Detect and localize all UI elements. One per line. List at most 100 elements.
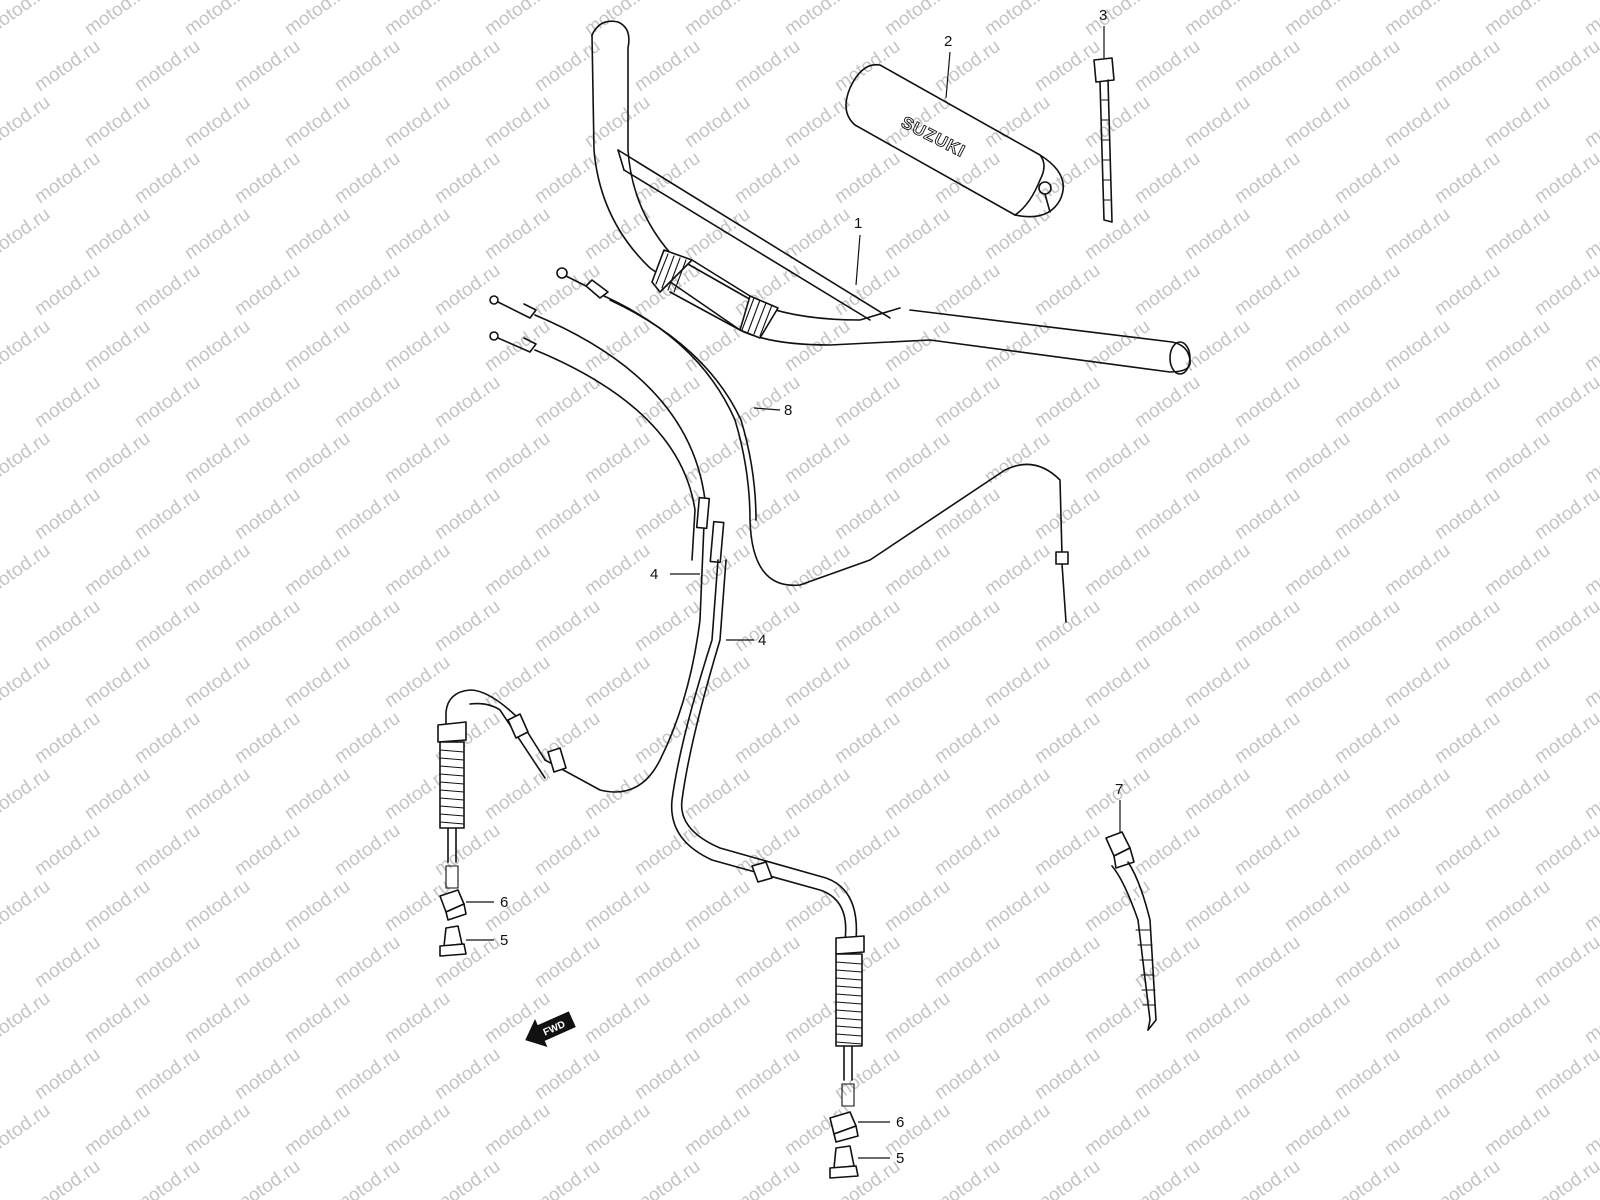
- watermark-text: motod.ru: [0, 820, 4, 880]
- watermark-text: motod.ru: [631, 1044, 704, 1104]
- watermark-text: motod.ru: [181, 988, 254, 1048]
- watermark-text: motod.ru: [931, 1044, 1004, 1104]
- watermark-text: motod.ru: [0, 372, 4, 432]
- fwd-arrow-shape: [525, 1011, 576, 1048]
- watermark-text: motod.ru: [1031, 484, 1104, 544]
- watermark-text: motod.ru: [0, 0, 54, 40]
- watermark-text: motod.ru: [431, 820, 504, 880]
- watermark-text: motod.ru: [381, 92, 454, 152]
- watermark-text: motod.ru: [381, 988, 454, 1048]
- watermark-text: motod.ru: [0, 652, 54, 712]
- watermark-text: motod.ru: [431, 1044, 504, 1104]
- watermark-text: motod.ru: [1281, 0, 1354, 40]
- watermark-text: motod.ru: [0, 988, 54, 1048]
- watermark-text: motod.ru: [1331, 820, 1404, 880]
- watermark-text: motod.ru: [0, 764, 54, 824]
- watermark-text: motod.ru: [181, 652, 254, 712]
- watermark-text: motod.ru: [1081, 316, 1154, 376]
- callout-1: 1: [854, 215, 862, 232]
- watermark-text: motod.ru: [181, 540, 254, 600]
- watermark-text: motod.ru: [481, 764, 554, 824]
- watermark-text: motod.ru: [1381, 876, 1454, 936]
- watermark-text: motod.ru: [681, 988, 754, 1048]
- watermark-text: motod.ru: [0, 428, 54, 488]
- watermark-text: motod.ru: [831, 708, 904, 768]
- watermark-text: motod.ru: [231, 1156, 304, 1200]
- watermark-text: motod.ru: [31, 932, 104, 992]
- watermark-text: motod.ru: [1481, 652, 1554, 712]
- callout-2: 2: [944, 33, 952, 50]
- watermark-text: motod.ru: [281, 0, 354, 40]
- watermark-text: motod.ru: [81, 428, 154, 488]
- watermark-text: motod.ru: [1431, 1044, 1504, 1104]
- watermark-text: motod.ru: [131, 484, 204, 544]
- watermark-text: motod.ru: [1431, 596, 1504, 656]
- watermark-text: motod.ru: [1131, 596, 1204, 656]
- watermark-text: motod.ru: [1481, 316, 1554, 376]
- watermark-text: motod.ru: [481, 1100, 554, 1160]
- watermark-text: motod.ru: [831, 820, 904, 880]
- watermark-text: motod.ru: [881, 204, 954, 264]
- watermark-text: motod.ru: [1081, 428, 1154, 488]
- watermark-text: motod.ru: [0, 540, 54, 600]
- watermark-text: motod.ru: [1581, 988, 1600, 1048]
- watermark-text: motod.ru: [81, 1100, 154, 1160]
- watermark-text: motod.ru: [331, 932, 404, 992]
- watermark-text: motod.ru: [1581, 1100, 1600, 1160]
- watermark-text: motod.ru: [281, 988, 354, 1048]
- watermark-text: motod.ru: [1331, 484, 1404, 544]
- watermark-text: motod.ru: [531, 372, 604, 432]
- watermark-text: motod.ru: [731, 932, 804, 992]
- watermark-text: motod.ru: [281, 428, 354, 488]
- watermark-text: motod.ru: [1431, 148, 1504, 208]
- watermark-text: motod.ru: [981, 540, 1054, 600]
- watermark-text: motod.ru: [1481, 876, 1554, 936]
- watermark-text: motod.ru: [1181, 764, 1254, 824]
- boot-5-left: 5: [439, 925, 508, 957]
- watermark-text: motod.ru: [1381, 1100, 1454, 1160]
- watermark-text: motod.ru: [131, 372, 204, 432]
- watermark-text: motod.ru: [1331, 1156, 1404, 1200]
- watermark-text: motod.ru: [1381, 764, 1454, 824]
- watermark-text: motod.ru: [1331, 596, 1404, 656]
- watermark-text: motod.ru: [1331, 372, 1404, 432]
- watermark-text: motod.ru: [1231, 1044, 1304, 1104]
- watermark-text: motod.ru: [1381, 316, 1454, 376]
- watermark-text: motod.ru: [631, 820, 704, 880]
- watermark-text: motod.ru: [831, 372, 904, 432]
- watermark-text: motod.ru: [1081, 652, 1154, 712]
- handlebar: 1: [591, 20, 1191, 375]
- adjuster-spring-left: [439, 741, 465, 829]
- watermark-text: motod.ru: [81, 876, 154, 936]
- watermark-text: motod.ru: [531, 1044, 604, 1104]
- watermark-text: motod.ru: [1581, 316, 1600, 376]
- watermark-text: motod.ru: [881, 540, 954, 600]
- watermark-text: motod.ru: [931, 148, 1004, 208]
- watermark-text: motod.ru: [1581, 428, 1600, 488]
- watermark-text: motod.ru: [1581, 92, 1600, 152]
- watermark-text: motod.ru: [481, 652, 554, 712]
- watermark-text: motod.ru: [1231, 484, 1304, 544]
- watermark-text: motod.ru: [881, 316, 954, 376]
- watermark-text: motod.ru: [681, 652, 754, 712]
- watermark-text: motod.ru: [431, 148, 504, 208]
- watermark-text: motod.ru: [1181, 540, 1254, 600]
- watermark-text: motod.ru: [1281, 988, 1354, 1048]
- watermark-text: motod.ru: [181, 0, 254, 40]
- watermark-text: motod.ru: [1581, 876, 1600, 936]
- watermark-text: motod.ru: [481, 0, 554, 40]
- watermark-text: motod.ru: [681, 92, 754, 152]
- watermark-text: motod.ru: [881, 876, 954, 936]
- watermark-text: motod.ru: [1531, 260, 1600, 320]
- watermark-text: motod.ru: [1181, 1100, 1254, 1160]
- watermark-text: motod.ru: [81, 988, 154, 1048]
- watermark-text: motod.ru: [1481, 764, 1554, 824]
- watermark-text: motod.ru: [731, 1044, 804, 1104]
- watermark-text: motod.ru: [1031, 708, 1104, 768]
- watermark-text: motod.ru: [781, 92, 854, 152]
- watermark-text: motod.ru: [1531, 932, 1600, 992]
- watermark-text: motod.ru: [1031, 932, 1104, 992]
- fwd-arrow: FWD: [525, 1011, 576, 1048]
- watermark-text: motod.ru: [131, 148, 204, 208]
- watermark-text: motod.ru: [1281, 316, 1354, 376]
